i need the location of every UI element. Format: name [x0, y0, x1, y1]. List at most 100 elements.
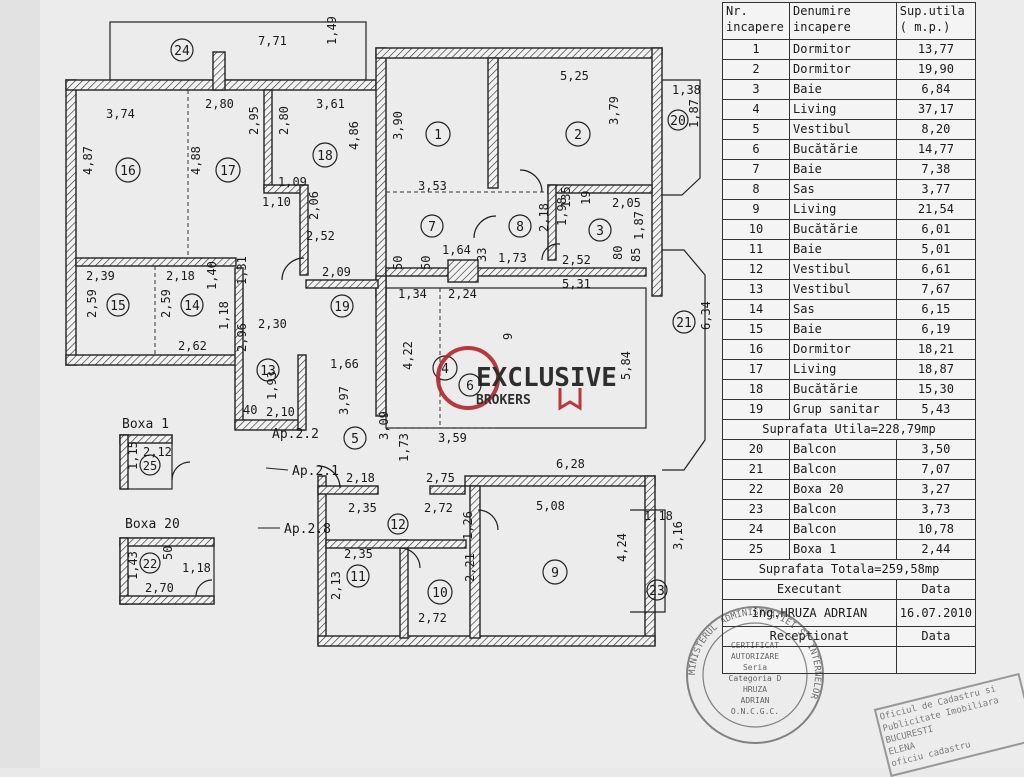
legend-area: 13,77 [895, 39, 977, 60]
dimension-label: 1,09 [278, 175, 307, 189]
storage-labels: Boxa 1 25 1,15 2,12 Boxa 20 22 1,43 50 1… [122, 417, 211, 595]
dimension-label: 19 [579, 191, 593, 205]
svg-text:7: 7 [428, 220, 436, 235]
dimension-label: 1,18 [644, 509, 673, 523]
room-marker-18: 18 [312, 142, 338, 168]
legend-number: 6 [722, 139, 790, 160]
legend-name: Bucătărie [789, 219, 897, 240]
svg-text:9: 9 [551, 566, 559, 581]
room-marker-9: 9 [542, 559, 568, 585]
room-marker-1: 1 [425, 121, 451, 147]
dimension-label: 2,75 [426, 471, 455, 485]
room-marker-24: 24 [170, 38, 194, 62]
watermark-line1: EXCLUSIVE [476, 363, 617, 393]
dimension-label: 1,64 [442, 243, 471, 257]
dimension-label: 1,40 [205, 261, 219, 290]
dimension-label: 2,18 [537, 203, 551, 232]
dimension-label: 5,84 [619, 351, 633, 380]
legend-number: 19 [722, 399, 790, 420]
dimension-label: 135 [559, 186, 573, 208]
svg-text:13: 13 [260, 364, 276, 379]
dimension-label: 3,59 [438, 431, 467, 445]
room-marker-15: 15 [106, 293, 130, 317]
legend-area: 21,54 [895, 199, 977, 220]
dimension-label: 1,87 [687, 99, 701, 128]
legend-balcony-number: 25 [722, 539, 790, 560]
svg-text:17: 17 [220, 164, 236, 179]
dimension-label: 5,08 [536, 499, 565, 513]
dimension-label: 3,61 [316, 97, 345, 111]
room-marker-8: 8 [508, 214, 532, 238]
box20-dim-height: 1,43 [126, 551, 140, 580]
stamp-line: O.N.C.G.C. [731, 707, 779, 716]
room-marker-5: 5 [343, 426, 367, 450]
legend-number: 5 [722, 119, 790, 140]
legend-number: 9 [722, 199, 790, 220]
legend-data-label-2: Data [895, 626, 977, 647]
svg-text:16: 16 [120, 164, 136, 179]
room-marker-13: 13 [256, 358, 280, 382]
dimension-label: 3,74 [106, 107, 135, 121]
walls [65, 21, 663, 647]
entrance-ap-2-8: Ap.2.8 [284, 522, 331, 537]
entrance-labels: Ap.2.2 Ap.2.1 Ap.2.8 [258, 427, 339, 537]
dimension-label: 2,80 [205, 97, 234, 111]
svg-text:3: 3 [596, 224, 604, 239]
box20-dim-wall: 50 [161, 546, 175, 560]
room-marker-10: 10 [427, 579, 453, 605]
watermark-logo: EXCLUSIVE BROKERS [436, 346, 617, 411]
legend-name: Dormitor [789, 339, 897, 360]
legend-executant-label: Executant [722, 579, 897, 600]
dimension-label: 1,10 [262, 195, 291, 209]
legend-name: Dormitor [789, 39, 897, 60]
legend-number: 10 [722, 219, 790, 240]
svg-text:14: 14 [184, 299, 200, 314]
dimension-label: 1,87 [632, 211, 646, 240]
legend-balcony-number: 22 [722, 479, 790, 500]
dimension-label: 2,18 [166, 269, 195, 283]
legend-name: Baie [789, 319, 897, 340]
legend-balcony-area: 3,73 [895, 499, 977, 520]
svg-text:4: 4 [441, 362, 449, 377]
svg-text:6: 6 [466, 379, 474, 394]
legend-col-name: Denumire incapere [789, 2, 897, 40]
dimension-label: 2,35 [348, 501, 377, 515]
legend-area: 5,43 [895, 399, 977, 420]
stamp-line: HRUZA [743, 685, 767, 694]
legend-name: Vestibul [789, 259, 897, 280]
legend-number: 1 [722, 39, 790, 60]
legend-number: 17 [722, 359, 790, 380]
dimension-label: 1,73 [498, 251, 527, 265]
dimension-label: 5,31 [562, 277, 591, 291]
paper-edge [0, 0, 40, 768]
dimension-label: 2,09 [322, 265, 351, 279]
entrance-ap-2-2: Ap.2.2 [272, 427, 319, 442]
box1-number: 25 [143, 459, 157, 473]
legend-balcony-name: Balcon [789, 499, 897, 520]
legend-number: 3 [722, 79, 790, 100]
dimension-label: 9 [501, 333, 515, 340]
room-marker-23: 23 [646, 579, 668, 601]
legend-area: 6,61 [895, 259, 977, 280]
dimension-label: 1,93 [265, 371, 279, 400]
legend-name: Sas [789, 179, 897, 200]
legend-name: Living [789, 99, 897, 120]
dimension-label: 1,98 [555, 197, 569, 226]
legend-name: Bucătărie [789, 139, 897, 160]
dimension-label: 2,95 [247, 106, 261, 135]
dimension-label: 1,31 [235, 256, 249, 285]
